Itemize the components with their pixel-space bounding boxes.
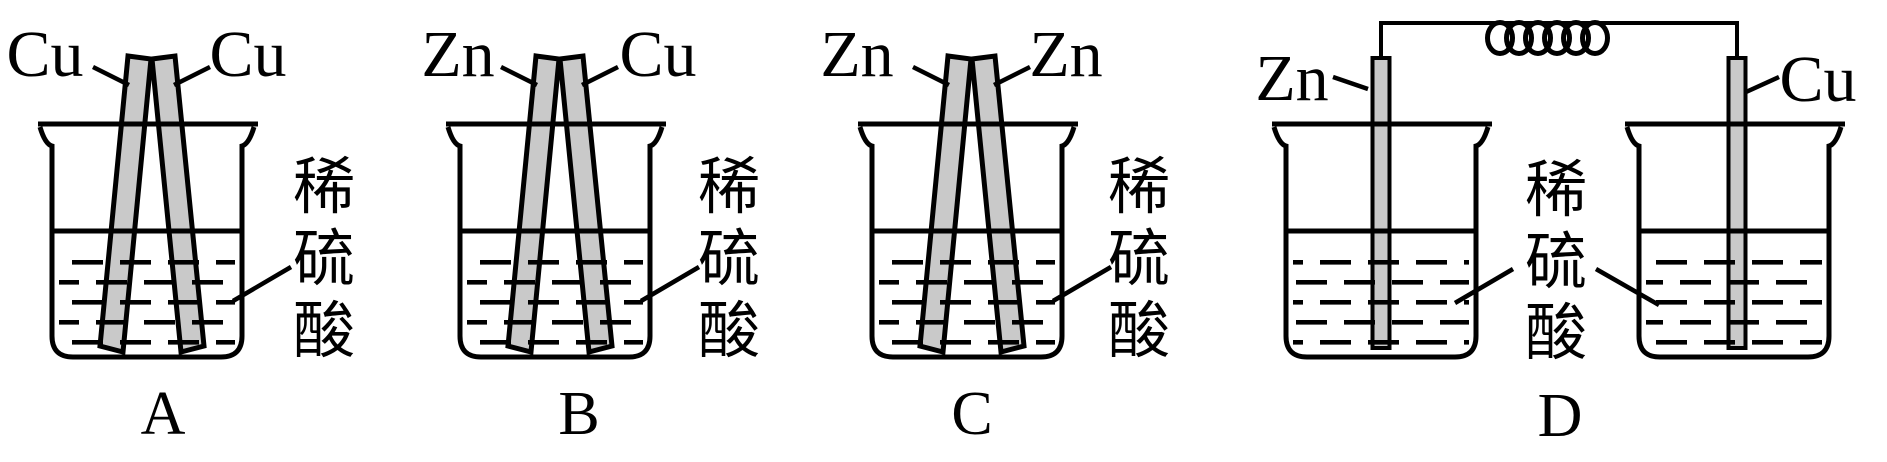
liquid-hatch [467,245,643,347]
beaker-body [857,126,1077,360]
solution-label-char-1: 稀 [698,154,760,222]
solution-label-char-3: 酸 [698,298,760,366]
solution-label-char-1: 稀 [1525,157,1587,225]
liquid-hatch [59,245,235,347]
leader-line-right-electrode [992,64,1032,88]
electrode-left-label: Zn [1255,42,1328,115]
beaker-body [445,126,665,360]
leader-line-solution [1051,265,1113,303]
leader-line-left-electrode [499,64,539,88]
coil-icon [1485,20,1610,56]
setup-letter: A [141,380,186,448]
leader-line-solution-right [1594,267,1661,307]
electrode-right-label: Cu [1779,43,1856,116]
solution-label-char-2: 硫 [1108,226,1170,294]
beaker-right-body [1624,126,1844,360]
electrode-right-label: Cu [619,18,696,91]
leader-line-left-electrode [91,64,131,88]
leader-line-left-electrode [1332,74,1369,92]
setup-letter: B [558,380,599,448]
solution-label-char-2: 硫 [1525,229,1587,297]
electrode-left-label: Cu [6,18,83,91]
solution-label-char-1: 稀 [293,154,355,222]
solution-label-char-2: 硫 [698,226,760,294]
leader-line-right-electrode [1745,74,1780,95]
setup-a: Cu Cu 稀 硫 酸 A [6,18,355,448]
leader-line-left-electrode [911,64,951,88]
beaker-right-liquid-hatch [1646,245,1822,347]
setup-c: Zn Zn 稀 硫 酸 C [820,18,1170,448]
liquid-hatch [879,245,1055,347]
leader-line-solution [231,265,293,303]
electrode-right-label: Zn [1029,18,1102,91]
solution-label-char-1: 稀 [1108,154,1170,222]
solution-label-char-3: 酸 [1108,298,1170,366]
solution-label-char-3: 酸 [293,298,355,366]
electrode-left-label: Zn [820,18,893,91]
electrode-right-label: Cu [209,18,286,91]
solution-label-char-3: 酸 [1525,300,1587,368]
beaker-left-liquid-hatch [1293,245,1469,347]
setup-b: Zn Cu 稀 硫 酸 B [421,18,760,448]
beaker-body [37,126,257,360]
electrode-left-label: Zn [421,18,494,91]
leader-line-right-electrode [172,64,212,88]
leader-line-solution-left [1453,267,1515,305]
solution-label-char-2: 硫 [293,226,355,294]
leader-line-solution [639,265,701,303]
beaker-left-body [1271,126,1491,360]
setup-d: Zn Cu 稀 硫 酸 D [1255,20,1857,450]
setup-letter: C [951,380,992,448]
leader-line-right-electrode [580,64,620,88]
setup-letter: D [1538,382,1583,450]
